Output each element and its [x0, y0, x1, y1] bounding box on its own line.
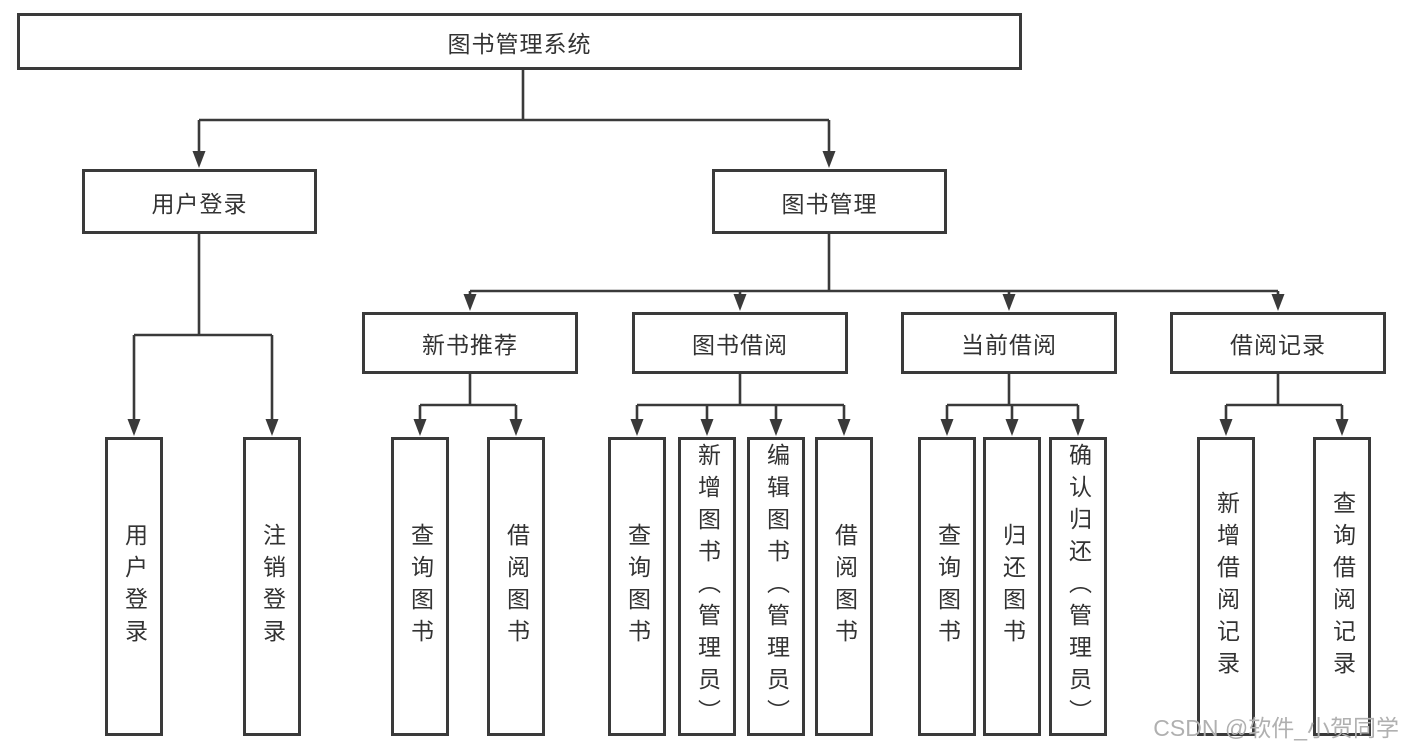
- node-label: 图书管理: [781, 190, 878, 217]
- node-book-management: 图书管理: [712, 169, 947, 234]
- arrowhead: [1071, 419, 1085, 436]
- arrowhead: [822, 151, 836, 168]
- arrowhead: [1219, 419, 1233, 436]
- node-book-borrowing: 图书借阅: [632, 312, 848, 374]
- leaf-confirm-return-admin: 确认归还（管理员）: [1049, 437, 1107, 736]
- leaf-label: 确认归还（管理员）: [1065, 442, 1092, 731]
- leaf-label: 编辑图书（管理员）: [763, 442, 790, 731]
- node-label: 图书管理系统: [447, 30, 592, 57]
- leaf-add-borrow-record: 新增借阅记录: [1197, 437, 1255, 736]
- leaf-label: 新增借阅记录: [1213, 490, 1240, 683]
- node-label: 图书借阅: [692, 332, 788, 358]
- leaf-user-login: 用户登录: [105, 437, 163, 736]
- arrowhead: [837, 419, 851, 436]
- arrowhead: [700, 419, 714, 436]
- leaf-borrow-books: 借阅图书: [815, 437, 873, 736]
- arrowhead: [463, 294, 477, 311]
- leaf-edit-book-admin: 编辑图书（管理员）: [747, 437, 805, 736]
- leaf-label: 借阅图书: [831, 522, 858, 651]
- leaf-query-books-current: 查询图书: [918, 437, 976, 736]
- leaf-return-books: 归还图书: [983, 437, 1041, 736]
- leaf-label: 查询借阅记录: [1329, 490, 1356, 683]
- arrowhead: [1335, 419, 1349, 436]
- arrowhead: [265, 419, 279, 436]
- leaf-logout: 注销登录: [243, 437, 301, 736]
- leaf-label: 用户登录: [121, 522, 148, 651]
- leaf-add-book-admin: 新增图书（管理员）: [678, 437, 736, 736]
- node-library-management-system: 图书管理系统: [17, 13, 1022, 70]
- leaf-borrow-books-recommend: 借阅图书: [487, 437, 545, 736]
- leaf-label: 注销登录: [259, 522, 286, 651]
- leaf-label: 新增图书（管理员）: [694, 442, 721, 731]
- node-current-borrowing: 当前借阅: [901, 312, 1117, 374]
- arrowhead: [509, 419, 523, 436]
- node-borrowing-records: 借阅记录: [1170, 312, 1386, 374]
- node-label: 新书推荐: [422, 332, 518, 358]
- arrowhead: [769, 419, 783, 436]
- node-label: 借阅记录: [1230, 332, 1326, 358]
- leaf-label: 查询图书: [624, 522, 651, 651]
- node-label: 用户登录: [151, 190, 248, 217]
- arrowhead: [940, 419, 954, 436]
- leaf-query-books-borrowing: 查询图书: [608, 437, 666, 736]
- arrowhead: [1271, 294, 1285, 311]
- node-new-book-recommend: 新书推荐: [362, 312, 578, 374]
- node-user-login: 用户登录: [82, 169, 317, 234]
- node-label: 当前借阅: [961, 332, 1057, 358]
- leaf-query-books-recommend: 查询图书: [391, 437, 449, 736]
- leaf-label: 借阅图书: [503, 522, 530, 651]
- arrowhead: [192, 151, 206, 168]
- arrowhead: [1002, 294, 1016, 311]
- leaf-label: 查询图书: [407, 522, 434, 651]
- leaf-label: 查询图书: [934, 522, 961, 651]
- arrowhead: [413, 419, 427, 436]
- leaf-query-borrow-record: 查询借阅记录: [1313, 437, 1371, 736]
- arrowhead: [1005, 419, 1019, 436]
- arrowhead: [733, 294, 747, 311]
- leaf-label: 归还图书: [999, 522, 1026, 651]
- arrowhead: [127, 419, 141, 436]
- arrowhead: [630, 419, 644, 436]
